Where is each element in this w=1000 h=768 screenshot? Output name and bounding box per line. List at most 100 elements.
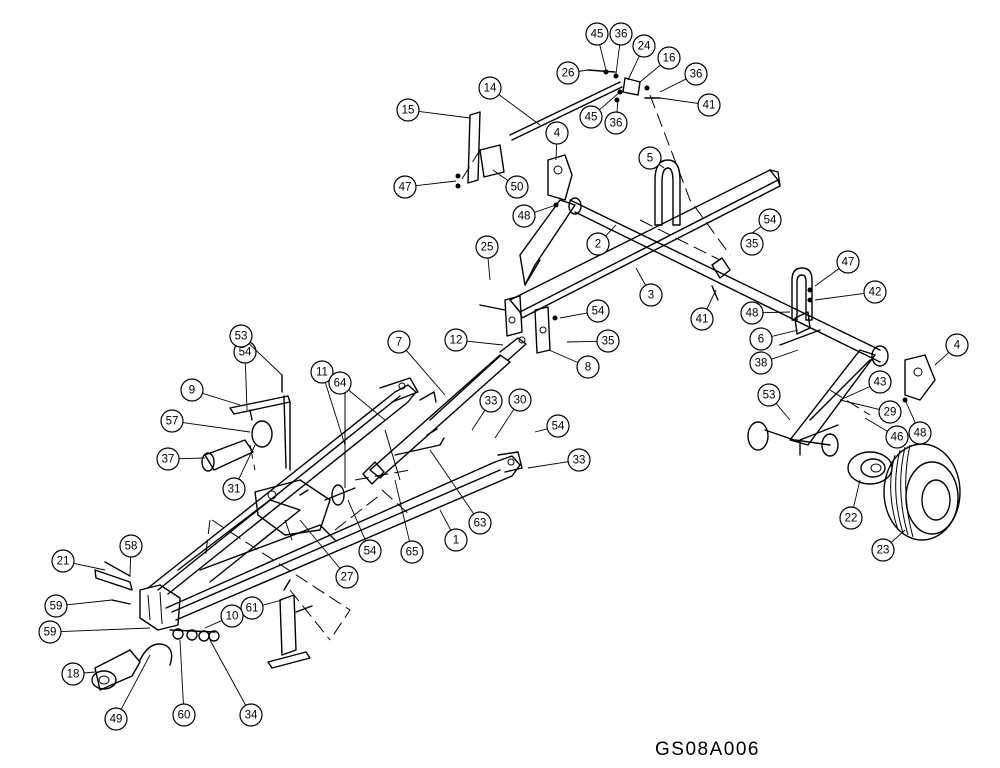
leader-line <box>599 91 621 111</box>
callout-65: 65 <box>394 479 424 564</box>
callout-circle <box>508 388 532 412</box>
callout-46: 46 <box>864 417 909 449</box>
callout-number: 4 <box>954 340 961 352</box>
callout-number: 48 <box>746 308 759 320</box>
callout-number: 48 <box>518 211 531 223</box>
hitch-hardware <box>91 561 313 691</box>
leader-line <box>204 620 223 629</box>
callout-circle <box>468 511 492 535</box>
callout-54: 54 <box>747 208 782 237</box>
callout-circle <box>546 414 570 438</box>
leader-line <box>890 529 906 543</box>
callout-54: 54 <box>534 414 570 438</box>
callout-54: 54 <box>559 299 610 323</box>
callout-57: 57 <box>160 409 251 433</box>
callout-circle <box>220 604 244 628</box>
callout-18: 18 <box>61 662 96 686</box>
leader-line <box>429 449 475 515</box>
callout-circle <box>387 330 411 354</box>
callout-circle <box>239 703 263 727</box>
callout-number: 54 <box>239 347 252 359</box>
rear-toolbar <box>479 154 936 446</box>
leader-line <box>627 55 640 81</box>
callout-circle <box>51 549 75 573</box>
leader-line <box>578 69 589 72</box>
callout-31: 31 <box>222 444 256 501</box>
callout-circle <box>749 327 773 351</box>
callout-circle <box>586 299 610 323</box>
callout-7: 7 <box>387 330 446 396</box>
leader-line <box>179 639 184 705</box>
leader-line <box>555 143 558 161</box>
leader-line <box>120 654 151 710</box>
callout-number: 34 <box>245 710 258 722</box>
leader-line <box>129 556 132 576</box>
callout-number: 12 <box>450 335 463 347</box>
callout-number: 41 <box>703 100 716 112</box>
callout-circle <box>632 34 656 58</box>
callout-9: 9 <box>180 378 241 406</box>
callout-circle <box>393 175 417 199</box>
callout-43: 43 <box>839 370 892 401</box>
leader-line <box>348 389 386 421</box>
callout-circle <box>740 301 764 325</box>
callout-number: 64 <box>334 378 347 390</box>
callout-number: 37 <box>162 454 175 466</box>
callout-number: 15 <box>402 105 415 117</box>
callout-circle <box>310 360 334 384</box>
callout-41: 41 <box>690 289 717 331</box>
callout-circle <box>172 703 196 727</box>
callout-number: 31 <box>228 484 241 496</box>
callout-circle <box>697 93 721 117</box>
leader-line <box>487 257 491 281</box>
leader-line <box>527 461 569 469</box>
callout-number: 35 <box>602 336 615 348</box>
callout-14: 14 <box>478 76 541 126</box>
callout-number: 35 <box>746 239 759 251</box>
assembly-lines-rear <box>459 94 871 416</box>
leader-line <box>60 627 151 633</box>
callout-number: 59 <box>44 627 57 639</box>
callout-circle <box>444 328 468 352</box>
leader-line <box>814 268 840 287</box>
callout-number: 49 <box>110 714 123 726</box>
callout-circle <box>749 351 773 375</box>
callout-27: 27 <box>299 519 359 589</box>
callout-circle <box>358 539 382 563</box>
callout-number: 22 <box>845 513 858 525</box>
leader-line <box>83 671 96 674</box>
callout-58: 58 <box>119 534 143 576</box>
callout-circle <box>512 204 536 228</box>
callout-47: 47 <box>393 175 457 199</box>
callout-number: 58 <box>125 541 138 553</box>
leader-line <box>639 64 661 83</box>
callout-number: 26 <box>562 68 575 80</box>
callout-number: 63 <box>474 518 487 530</box>
callout-33: 33 <box>527 448 591 472</box>
callout-circle <box>400 540 424 564</box>
leader-line <box>659 78 687 93</box>
callout-number: 8 <box>585 362 591 374</box>
leader-line <box>904 399 916 424</box>
callout-circle <box>229 324 253 348</box>
callout-number: 5 <box>647 153 653 165</box>
callout-circle <box>61 662 85 686</box>
callout-number: 47 <box>399 182 412 194</box>
callout-45: 45 <box>579 91 621 129</box>
callout-circle <box>38 620 62 644</box>
callout-25: 25 <box>475 235 499 281</box>
callout-number: 1 <box>453 535 459 547</box>
leader-line <box>324 382 346 446</box>
leader-line <box>762 311 791 314</box>
callout-53: 53 <box>229 324 283 376</box>
callout-54: 54 <box>233 340 257 411</box>
callout-circle <box>609 22 633 46</box>
callout-circle <box>945 333 969 357</box>
callout-circle <box>505 175 529 199</box>
callout-number: 24 <box>638 41 651 53</box>
callout-circle <box>478 76 502 100</box>
leader-line <box>814 293 865 301</box>
leader-line <box>934 352 950 366</box>
callout-number: 21 <box>57 556 70 568</box>
callout-number: 59 <box>50 601 63 613</box>
